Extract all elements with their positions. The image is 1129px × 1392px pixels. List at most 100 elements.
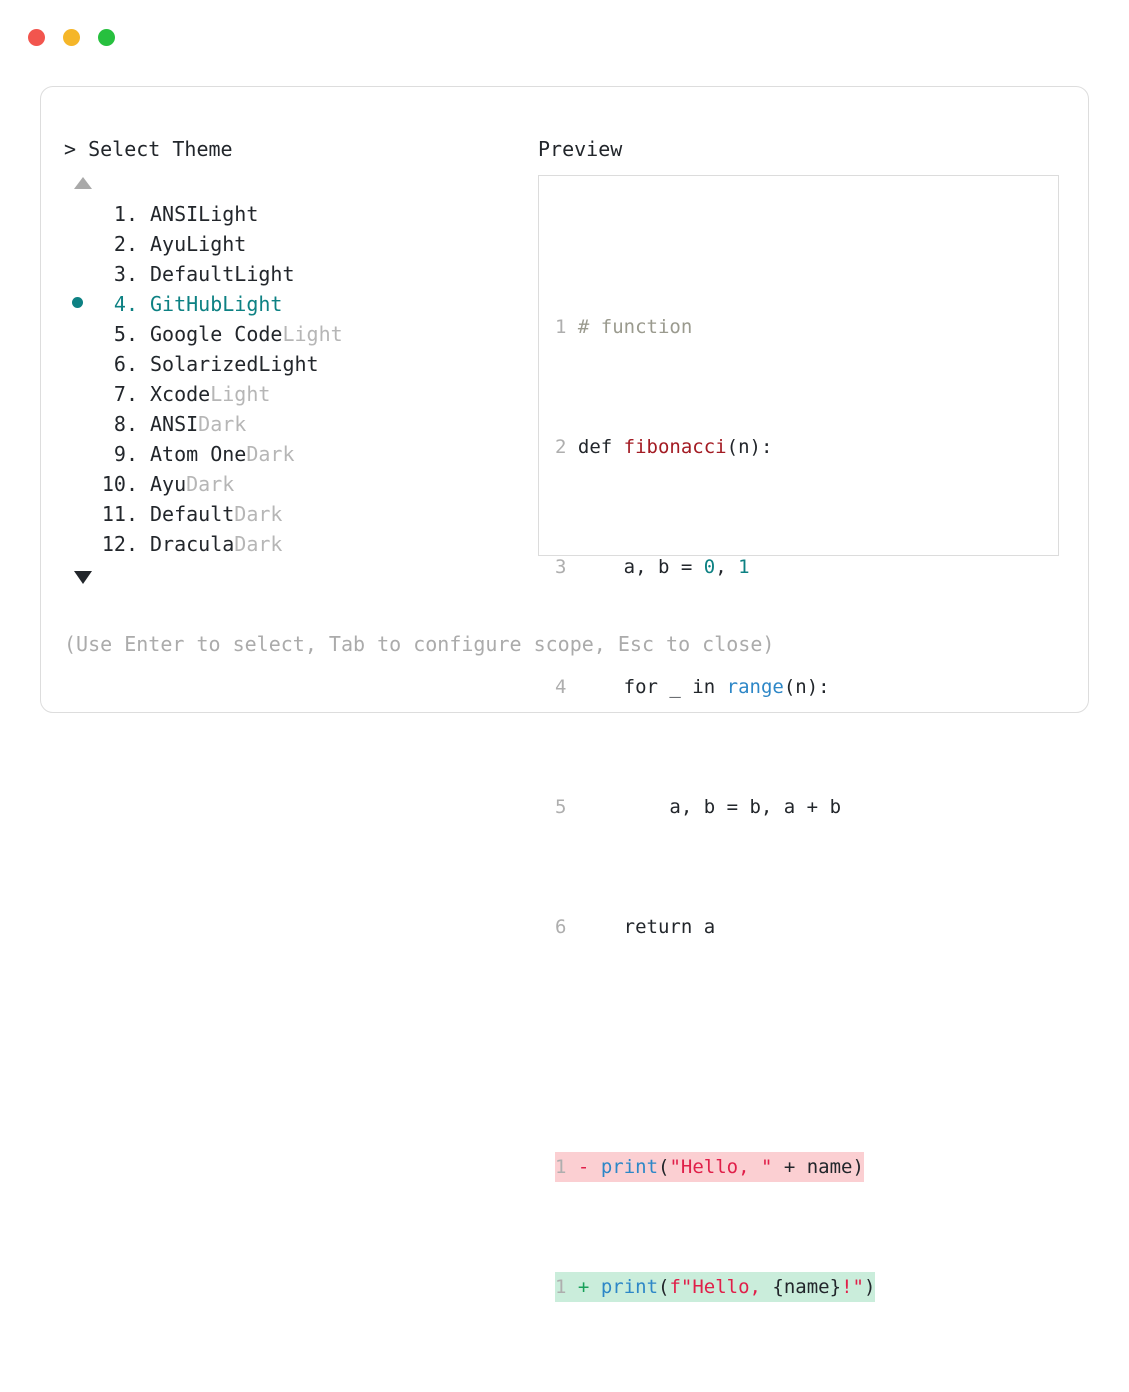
diff-line-added: 1 + print(f"Hello, {name}!"): [555, 1272, 876, 1302]
triangle-up-icon[interactable]: [74, 177, 92, 189]
theme-item-variant: Dark: [186, 472, 235, 496]
code-plain: ,: [715, 556, 739, 578]
code-blank-line: [555, 1032, 1058, 1062]
keyboard-hint: (Use Enter to select, Tab to configure s…: [64, 632, 775, 656]
theme-list-item[interactable]: 7. Xcode Light: [64, 379, 534, 409]
code-plain: a, b =: [577, 556, 704, 578]
code-builtin: print: [600, 1156, 659, 1178]
theme-item-number: 3.: [113, 262, 138, 286]
diff-sign-minus: -: [577, 1156, 590, 1178]
theme-item-number: 10.: [101, 472, 138, 496]
theme-item-variant: Dark: [234, 502, 283, 526]
code-line-5: 5 a, b = b, a + b: [555, 792, 841, 822]
theme-item-name: Ayu: [150, 472, 187, 496]
theme-item-variant: Light: [234, 262, 295, 286]
theme-item-number: 12.: [101, 532, 138, 556]
theme-list-item[interactable]: 6.Solarized Light: [64, 349, 534, 379]
theme-item-name: Xcode: [150, 382, 211, 406]
code-plain: return a: [577, 916, 716, 938]
theme-item-number: 11.: [101, 502, 138, 526]
code-line-2: 2 def fibonacci(n):: [555, 432, 772, 462]
code-plain: a, b = b, a + b: [577, 796, 842, 818]
code-builtin: range: [726, 676, 784, 698]
theme-item-name: Google Code: [150, 322, 283, 346]
theme-item-number: 9.: [113, 442, 138, 466]
code-plain: + name: [772, 1156, 853, 1178]
code-builtin: print: [600, 1276, 659, 1298]
code-comment: # function: [577, 316, 693, 338]
code-plain: (n):: [783, 676, 830, 698]
code-function-name: fibonacci: [623, 436, 727, 458]
theme-item-variant: Light: [198, 202, 259, 226]
theme-list-item[interactable]: 5. Google Code Light: [64, 319, 534, 349]
code-number: 1: [738, 556, 750, 578]
theme-item-name: ANSI: [150, 202, 199, 226]
line-number: 1: [555, 1276, 567, 1298]
code-plain: (: [658, 1276, 670, 1298]
theme-item-number: 4.: [113, 292, 138, 316]
line-number: 3: [555, 556, 567, 578]
theme-item-number: 7.: [113, 382, 138, 406]
code-line-1: 1 # function: [555, 312, 692, 342]
line-number: 4: [555, 676, 567, 698]
code-string: !": [841, 1276, 864, 1298]
theme-item-variant: Light: [186, 232, 247, 256]
theme-list-item[interactable]: 12. Dracula Dark: [64, 529, 534, 559]
theme-item-name: Ayu: [150, 232, 187, 256]
theme-list-item[interactable]: 3. Default Light: [64, 259, 534, 289]
code-block: 1 # function 2 def fibonacci(n): 3 a, b …: [539, 176, 1058, 1392]
theme-list-item[interactable]: 2. Ayu Light: [64, 229, 534, 259]
maximize-button[interactable]: [98, 29, 115, 46]
window-traffic-lights: [28, 29, 115, 46]
code-string: f"Hello,: [669, 1276, 773, 1298]
theme-item-variant: Light: [282, 322, 343, 346]
select-theme-prompt: > Select Theme: [64, 137, 233, 161]
theme-item-name: GitHub: [150, 292, 223, 316]
theme-item-number: 5.: [113, 322, 138, 346]
preview-panel-wrapper: Preview 1 # function 2 def fibonacci(n):…: [538, 135, 1068, 1302]
theme-list-item[interactable]: 10. Ayu Dark: [64, 469, 534, 499]
line-number: 5: [555, 796, 567, 818]
theme-item-name: Atom One: [150, 442, 247, 466]
close-button[interactable]: [28, 29, 45, 46]
code-preview-panel: 1 # function 2 def fibonacci(n): 3 a, b …: [538, 175, 1059, 1302]
theme-list-item[interactable]: 11. Default Dark: [64, 499, 534, 529]
code-string: "Hello, ": [669, 1156, 773, 1178]
triangle-down-icon[interactable]: [74, 571, 92, 584]
code-plain: for _ in: [577, 676, 727, 698]
code-line-4: 4 for _ in range(n):: [555, 672, 830, 702]
line-number: 1: [555, 1156, 567, 1178]
theme-item-number: 6.: [113, 352, 138, 376]
theme-list-item[interactable]: 9. Atom One Dark: [64, 439, 534, 469]
theme-item-number: 1.: [113, 202, 138, 226]
theme-item-variant: Light: [210, 382, 271, 406]
line-number: 1: [555, 316, 567, 338]
theme-item-variant: Light: [222, 292, 283, 316]
theme-item-variant: Dark: [246, 442, 295, 466]
theme-item-name: Default: [150, 262, 235, 286]
theme-list-item[interactable]: 8. ANSI Dark: [64, 409, 534, 439]
theme-item-name: ANSI: [150, 412, 199, 436]
theme-item-name: Solarized: [150, 352, 259, 376]
code-plain: (n):: [726, 436, 773, 458]
diff-line-removed: 1 - print("Hello, " + name): [555, 1152, 864, 1182]
selected-bullet-icon: [72, 297, 83, 308]
theme-item-variant: Dark: [198, 412, 247, 436]
line-number: 6: [555, 916, 567, 938]
theme-list-item[interactable]: 4. GitHub Light: [64, 289, 534, 319]
theme-item-number: 8.: [113, 412, 138, 436]
diff-sign-plus: +: [577, 1276, 590, 1298]
theme-item-name: Default: [150, 502, 235, 526]
theme-item-number: 2.: [113, 232, 138, 256]
theme-list-item[interactable]: 1. ANSI Light: [64, 199, 534, 229]
theme-item-name: Dracula: [150, 532, 235, 556]
theme-item-variant: Dark: [234, 532, 283, 556]
code-keyword: def: [577, 436, 624, 458]
minimize-button[interactable]: [63, 29, 80, 46]
preview-title: Preview: [538, 137, 623, 161]
code-plain: (: [658, 1156, 670, 1178]
